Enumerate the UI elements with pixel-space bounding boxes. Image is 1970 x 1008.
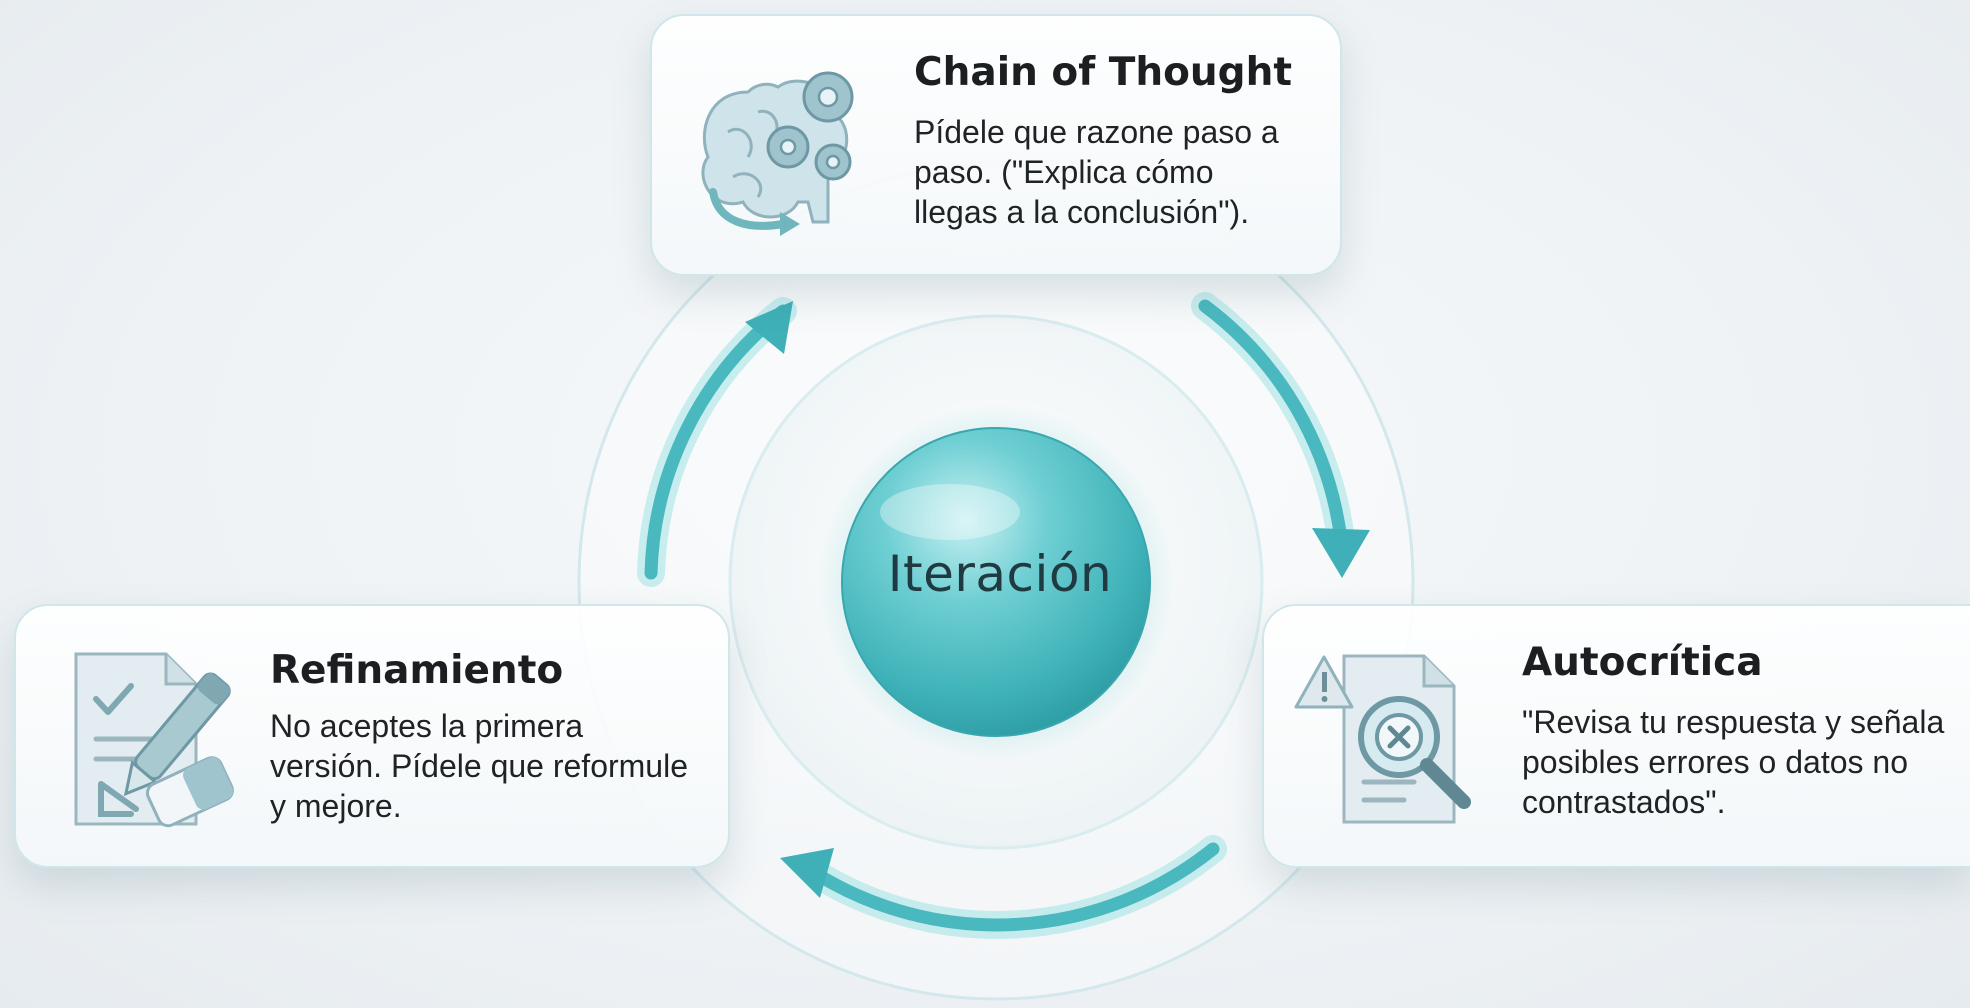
sphere-highlight — [880, 484, 1020, 540]
description-line: Pídele que razone paso a — [914, 114, 1279, 150]
step-card-chain-of-thought: Chain of Thought Pídele que razone paso … — [650, 14, 1342, 276]
description-line: y mejore. — [270, 788, 402, 824]
step-card-refinamiento: Refinamiento No aceptes la primera versi… — [14, 604, 730, 868]
step-title: Refinamiento — [270, 648, 564, 693]
center-sphere — [841, 427, 1151, 737]
brain-gears-icon — [701, 71, 854, 236]
document-magnifier-icon — [1294, 654, 1471, 824]
center-label: Iteración — [887, 545, 1113, 603]
step-description: Pídele que razone paso a paso. ("Explica… — [914, 112, 1314, 232]
arrow-bottom-left — [780, 835, 1227, 939]
step-title: Chain of Thought — [914, 50, 1293, 95]
description-line: "Revisa tu respuesta y señala — [1522, 704, 1945, 740]
checklist-pen-eraser-icon — [74, 652, 234, 828]
description-line: contrastados". — [1522, 784, 1726, 820]
arrow-right-down — [1191, 292, 1370, 578]
description-line: versión. Pídele que reformule — [270, 748, 688, 784]
step-card-autocritica: Autocrítica "Revisa tu respuesta y señal… — [1262, 604, 1970, 868]
description-line: paso. ("Explica cómo — [914, 154, 1214, 190]
description-line: posibles errores o datos no — [1522, 744, 1908, 780]
step-description: No aceptes la primera versión. Pídele qu… — [270, 706, 720, 826]
step-title: Autocrítica — [1522, 640, 1763, 685]
step-description: "Revisa tu respuesta y señala posibles e… — [1522, 702, 1970, 822]
description-line: No aceptes la primera — [270, 708, 584, 744]
description-line: llegas a la conclusión"). — [914, 194, 1250, 230]
arrow-left-up — [637, 297, 797, 587]
